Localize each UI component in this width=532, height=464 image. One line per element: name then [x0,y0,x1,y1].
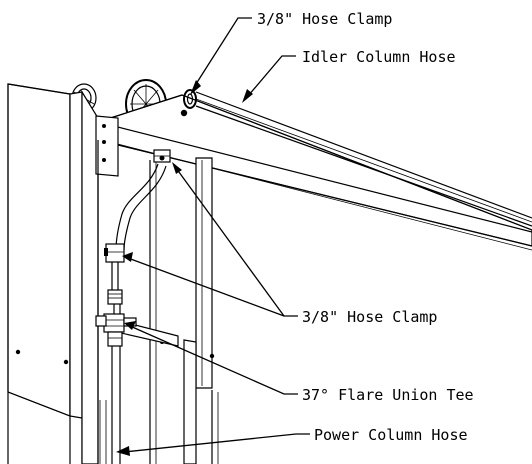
beam-hose-clamp [153,149,171,163]
flare-union-tee [95,313,137,464]
leader-lines [116,17,310,456]
callout-flare-union-tee: 37° Flare Union Tee [302,386,474,404]
power-column [7,83,107,464]
callout-hose-clamp-top: 3/8" Hose Clamp [257,10,392,28]
idler-hose [195,91,532,227]
callout-power-column-hose: Power Column Hose [314,426,468,444]
top-hose-clamp [180,89,197,117]
callout-idler-column-hose: Idler Column Hose [302,48,456,66]
column-plate [81,89,119,464]
callout-hose-clamp-lower: 3/8" Hose Clamp [302,308,437,326]
power-column-hose [104,163,167,316]
